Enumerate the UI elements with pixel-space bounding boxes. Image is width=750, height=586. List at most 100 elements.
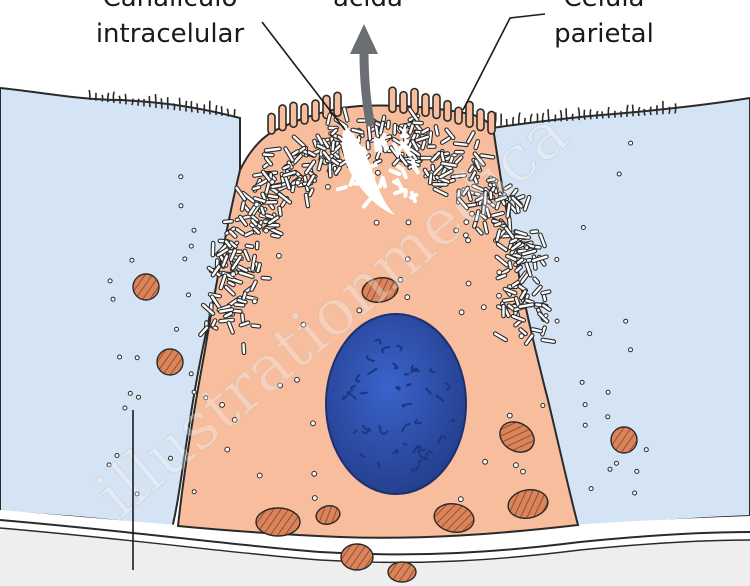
parietal-microvillus bbox=[421, 93, 430, 118]
microvillus bbox=[547, 109, 550, 123]
chromatin-strand bbox=[367, 367, 378, 375]
vesicle bbox=[311, 495, 318, 501]
canaliculus-segment bbox=[495, 196, 507, 202]
microvillus bbox=[215, 105, 218, 116]
canaliculus-apex bbox=[396, 164, 405, 171]
vesicle bbox=[276, 252, 282, 259]
vesicle bbox=[628, 347, 633, 353]
canaliculus-segment bbox=[224, 312, 233, 318]
leader-canaliculo bbox=[261, 21, 346, 131]
canaliculus-segment bbox=[475, 210, 480, 222]
vesicle bbox=[623, 318, 629, 324]
canaliculus-segment bbox=[253, 227, 260, 234]
canaliculus-segment bbox=[265, 214, 274, 219]
chromatin-strand bbox=[381, 346, 391, 354]
canaliculus-segment bbox=[219, 274, 227, 290]
canaliculus-segment bbox=[231, 255, 242, 270]
microvillus bbox=[185, 100, 188, 112]
canaliculus-segment bbox=[510, 238, 518, 244]
canaliculus-segment bbox=[507, 304, 516, 311]
vesicle bbox=[136, 394, 141, 400]
vesicle bbox=[457, 496, 464, 503]
canaliculus-segment bbox=[322, 138, 330, 148]
canaliculus-segment bbox=[262, 153, 274, 157]
vesicle bbox=[134, 355, 140, 361]
canaliculus-segment bbox=[392, 156, 402, 166]
parietal-microvillus bbox=[300, 103, 309, 125]
canaliculus-segment bbox=[491, 212, 504, 217]
vesicle bbox=[482, 458, 489, 465]
canaliculus-apex bbox=[395, 178, 404, 191]
canaliculus-segment bbox=[517, 271, 527, 284]
vesicle bbox=[404, 294, 411, 301]
canaliculus-segment bbox=[227, 281, 235, 287]
vesicle bbox=[219, 402, 226, 408]
chromatin-strand bbox=[405, 382, 412, 387]
chromatin-strand bbox=[435, 394, 445, 402]
vesicle bbox=[168, 455, 173, 461]
chromatin-strand bbox=[392, 362, 399, 370]
vesicle bbox=[277, 382, 284, 389]
canaliculus-segment bbox=[428, 131, 433, 144]
microvillus bbox=[172, 103, 176, 111]
canaliculus-segment bbox=[242, 343, 246, 354]
vesicle bbox=[458, 309, 465, 316]
vesicle bbox=[580, 225, 586, 230]
parietal-microvillus bbox=[399, 90, 408, 114]
canaliculus-segment bbox=[256, 263, 261, 273]
canaliculus-segment bbox=[525, 262, 532, 277]
parietal-microvillus bbox=[432, 93, 441, 120]
canaliculus-segment bbox=[239, 271, 254, 278]
canaliculus-segment bbox=[245, 244, 254, 248]
canaliculus-segment bbox=[515, 265, 522, 272]
chromatin-strand bbox=[419, 454, 430, 461]
canaliculus-segment bbox=[390, 146, 399, 158]
canaliculus-segment bbox=[530, 230, 538, 234]
chromatin-strand bbox=[362, 424, 372, 432]
vesicle bbox=[579, 379, 585, 385]
canaliculus-segment bbox=[496, 274, 507, 280]
canaliculus-segment bbox=[451, 174, 466, 178]
nucleus bbox=[325, 313, 467, 495]
canaliculus-segment bbox=[445, 128, 455, 140]
canaliculus-segment bbox=[473, 152, 485, 166]
vesicle bbox=[465, 237, 472, 244]
vesicle bbox=[613, 460, 619, 466]
canaliculus-apex bbox=[397, 139, 410, 152]
canaliculus-segment bbox=[243, 249, 250, 261]
vesicle bbox=[191, 489, 197, 495]
canaliculus-segment bbox=[211, 319, 217, 327]
canaliculus-segment bbox=[475, 196, 484, 202]
canaliculus-segment bbox=[511, 315, 525, 322]
canaliculus-segment bbox=[227, 321, 234, 334]
vesicle bbox=[325, 184, 331, 190]
canaliculus-segment bbox=[532, 255, 548, 262]
leader-celula bbox=[462, 13, 546, 111]
canaliculus-segment bbox=[408, 108, 419, 122]
canaliculus-segment bbox=[248, 204, 257, 216]
canaliculus-segment bbox=[494, 222, 502, 227]
vesicle bbox=[107, 278, 113, 284]
chromatin bbox=[341, 338, 456, 472]
canaliculus-segment bbox=[533, 277, 540, 284]
microvillus bbox=[517, 112, 521, 125]
vesicle bbox=[182, 256, 188, 262]
canaliculus-segment bbox=[515, 230, 527, 236]
microvillus bbox=[589, 109, 592, 120]
canaliculus-segment bbox=[264, 147, 281, 152]
chromatin-strand bbox=[412, 445, 418, 454]
vesicle bbox=[191, 227, 197, 233]
canaliculus-segment bbox=[522, 249, 537, 256]
canaliculus-apex bbox=[335, 185, 348, 192]
canaliculus-segment bbox=[531, 328, 542, 333]
canaliculus-segment bbox=[453, 142, 468, 146]
canaliculus-segment bbox=[508, 261, 512, 269]
canaliculus-segment bbox=[472, 184, 484, 191]
canaliculus-segment bbox=[441, 167, 447, 175]
vesicle bbox=[520, 468, 526, 475]
microvillus bbox=[529, 113, 533, 124]
microvillus bbox=[118, 95, 121, 104]
chromatin-strand bbox=[396, 344, 403, 352]
left-microvilli bbox=[88, 89, 236, 118]
vesicle bbox=[588, 486, 594, 492]
